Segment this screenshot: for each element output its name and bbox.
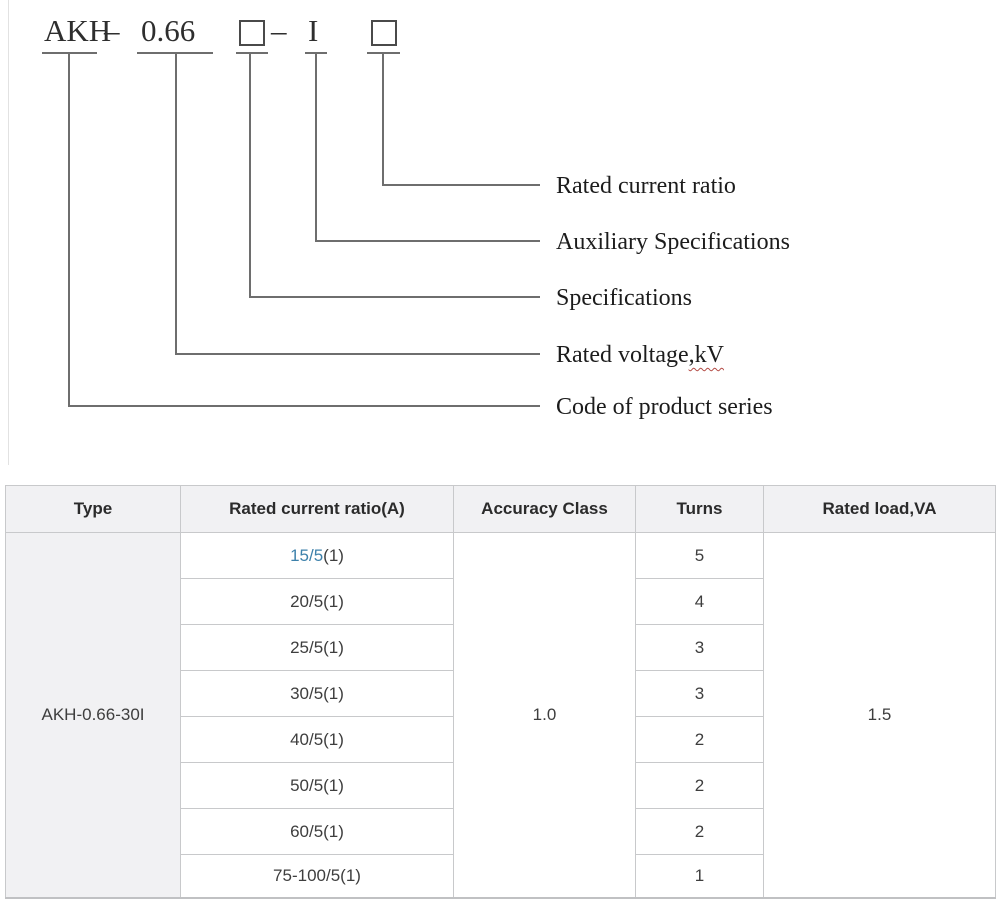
underline-ratio-box bbox=[367, 52, 400, 54]
ratio-value-rest: (1) bbox=[323, 545, 344, 565]
spec-table: Type Rated current ratio(A) Accuracy Cla… bbox=[5, 485, 996, 899]
underline-aux-spec bbox=[305, 52, 327, 54]
ratio-cell: 15/5(1) bbox=[180, 532, 454, 579]
connector-horizontal-specifications bbox=[249, 296, 540, 298]
rated-load-cell: 1.5 bbox=[763, 532, 996, 899]
connector-vertical-aux-spec bbox=[315, 54, 317, 242]
accuracy-class-cell: 1.0 bbox=[453, 532, 636, 899]
formula-aux-spec: I bbox=[308, 13, 319, 48]
underline-series-code bbox=[42, 52, 97, 54]
formula-rated-voltage: 0.66 bbox=[141, 13, 196, 48]
ratio-cell: 20/5(1) bbox=[180, 578, 454, 625]
page-edge-artifact bbox=[8, 0, 9, 465]
header-accuracy-class: Accuracy Class bbox=[453, 485, 636, 533]
rated-current-placeholder-box bbox=[371, 20, 397, 46]
ratio-cell: 50/5(1) bbox=[180, 762, 454, 809]
label-code-of-product-series: Code of product series bbox=[556, 394, 773, 420]
label-rated-current-ratio: Rated current ratio bbox=[556, 173, 736, 199]
table-row: 40/5(1) 2 bbox=[6, 716, 996, 763]
connector-horizontal-rated-voltage bbox=[175, 353, 540, 355]
table-row: 20/5(1) 4 bbox=[6, 578, 996, 625]
label-rated-voltage-unit: ,kV bbox=[688, 342, 724, 368]
connector-vertical-rated-current bbox=[382, 54, 384, 186]
specifications-placeholder-box bbox=[239, 20, 265, 46]
connector-vertical-series-code bbox=[68, 54, 70, 407]
turns-cell: 2 bbox=[635, 808, 764, 855]
connector-vertical-specifications bbox=[249, 54, 251, 298]
label-rated-voltage-text: Rated voltage bbox=[556, 342, 689, 368]
connector-horizontal-series-code bbox=[68, 405, 540, 407]
table-row: 25/5(1) 3 bbox=[6, 624, 996, 671]
ratio-cell: 25/5(1) bbox=[180, 624, 454, 671]
connector-horizontal-aux-spec bbox=[315, 240, 540, 242]
connector-horizontal-rated-current bbox=[382, 184, 540, 186]
ratio-cell: 75-100/5(1) bbox=[180, 854, 454, 899]
label-auxiliary-specifications: Auxiliary Specifications bbox=[556, 229, 790, 255]
turns-cell: 3 bbox=[635, 624, 764, 671]
table-row: 30/5(1) 3 bbox=[6, 670, 996, 717]
connector-vertical-rated-voltage bbox=[175, 54, 177, 355]
turns-cell: 4 bbox=[635, 578, 764, 625]
underline-spec-box bbox=[236, 52, 268, 54]
header-turns: Turns bbox=[635, 485, 764, 533]
turns-cell: 2 bbox=[635, 716, 764, 763]
header-type: Type bbox=[5, 485, 181, 533]
header-rated-load: Rated load,VA bbox=[763, 485, 996, 533]
label-specifications: Specifications bbox=[556, 285, 692, 311]
turns-cell: 2 bbox=[635, 762, 764, 809]
table-row: 75-100/5(1) 1 bbox=[6, 854, 996, 899]
ratio-value-highlight: 15/5 bbox=[290, 545, 324, 565]
header-rated-current-ratio: Rated current ratio(A) bbox=[180, 485, 454, 533]
type-cell: AKH-0.66-30I bbox=[5, 532, 181, 899]
table-header-row: Type Rated current ratio(A) Accuracy Cla… bbox=[5, 485, 996, 533]
ratio-cell: 60/5(1) bbox=[180, 808, 454, 855]
ratio-cell: 40/5(1) bbox=[180, 716, 454, 763]
formula-dash-1: – bbox=[104, 13, 120, 48]
formula-dash-2: – bbox=[271, 13, 287, 48]
formula-series-code: AKH bbox=[44, 13, 112, 48]
turns-cell: 5 bbox=[635, 532, 764, 579]
ratio-cell: 30/5(1) bbox=[180, 670, 454, 717]
label-rated-voltage: Rated voltage,kV bbox=[556, 341, 724, 369]
underline-rated-voltage bbox=[137, 52, 213, 54]
turns-cell: 1 bbox=[635, 854, 764, 899]
table-row: AKH-0.66-30I 15/5(1) 1.0 5 1.5 bbox=[5, 532, 996, 899]
turns-cell: 3 bbox=[635, 670, 764, 717]
table-row: 60/5(1) 2 bbox=[6, 808, 996, 855]
